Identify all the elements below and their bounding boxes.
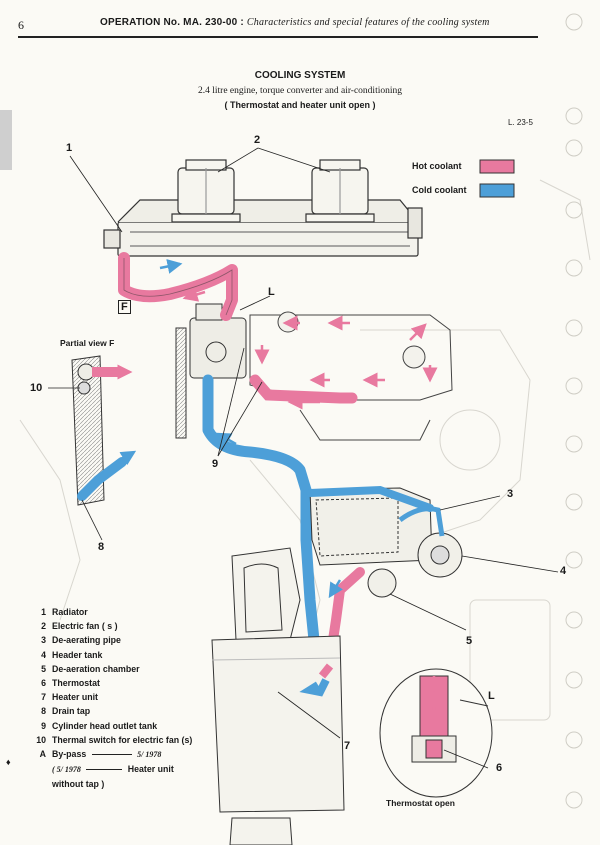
header-rule: [18, 36, 538, 38]
key-note-a-line2: ( 5/ 1978 Heater unit: [52, 764, 174, 775]
callout-f: F: [118, 300, 131, 314]
callout-3: 3: [507, 488, 514, 500]
callout-l-inset: L: [488, 690, 495, 702]
diagram-title: COOLING SYSTEM: [254, 70, 346, 81]
leader-lines: [48, 147, 559, 769]
electric-fans: [171, 159, 375, 223]
partial-view-label: Partial view F: [60, 338, 115, 348]
cold-pipe-main: [202, 374, 324, 691]
radiator-top: [103, 199, 423, 257]
hot-pipe-outlet: [249, 374, 358, 404]
callout-8: 8: [98, 541, 105, 553]
callout-1: 1: [66, 142, 73, 154]
cold-swatch: [479, 183, 515, 198]
callout-5: 5: [466, 635, 473, 647]
cold-pipe-partial: [77, 457, 127, 501]
operation-subtitle: Characteristics and special features of …: [246, 17, 490, 28]
heater-loop: [299, 678, 330, 697]
margin-diamond-mark: ♦: [6, 757, 11, 767]
thermostat-open-label: Thermostat open: [386, 798, 455, 808]
thermostat-inset: [379, 668, 493, 798]
figure-reference: L. 23-5: [508, 118, 533, 127]
operation-code: OPERATION No. MA. 230-00 :: [100, 17, 244, 28]
callout-7: 7: [344, 740, 351, 752]
hot-coolant-label: Hot coolant: [412, 161, 462, 171]
page-number: 6: [18, 18, 24, 32]
callout-l: L: [268, 286, 275, 298]
punch-holes: [565, 13, 583, 809]
deaerating-pipe: [398, 506, 445, 537]
pump-housing: [175, 303, 247, 439]
hot-swatch: [479, 159, 515, 174]
callout-9: 9: [212, 458, 219, 470]
diagram-subtitle: 2.4 litre engine, torque converter and a…: [198, 86, 402, 96]
heater-unit: [211, 547, 345, 845]
callout-2: 2: [254, 134, 261, 146]
key-note-a-line3: without tap ): [52, 779, 105, 790]
engine-block: [249, 311, 453, 441]
diagram-condition: ( Thermostat and heater unit open ): [224, 100, 376, 110]
callout-10: 10: [30, 382, 43, 394]
partial-view-f: [71, 355, 105, 506]
header-tank: [309, 487, 463, 598]
callout-6: 6: [496, 762, 503, 774]
margin-tab: [0, 110, 12, 170]
callout-4: 4: [560, 565, 567, 577]
cold-coolant-label: Cold coolant: [412, 185, 467, 195]
cold-pipe-tank: [306, 485, 434, 512]
operation-header: OPERATION No. MA. 230-00 : Characteristi…: [100, 17, 490, 28]
